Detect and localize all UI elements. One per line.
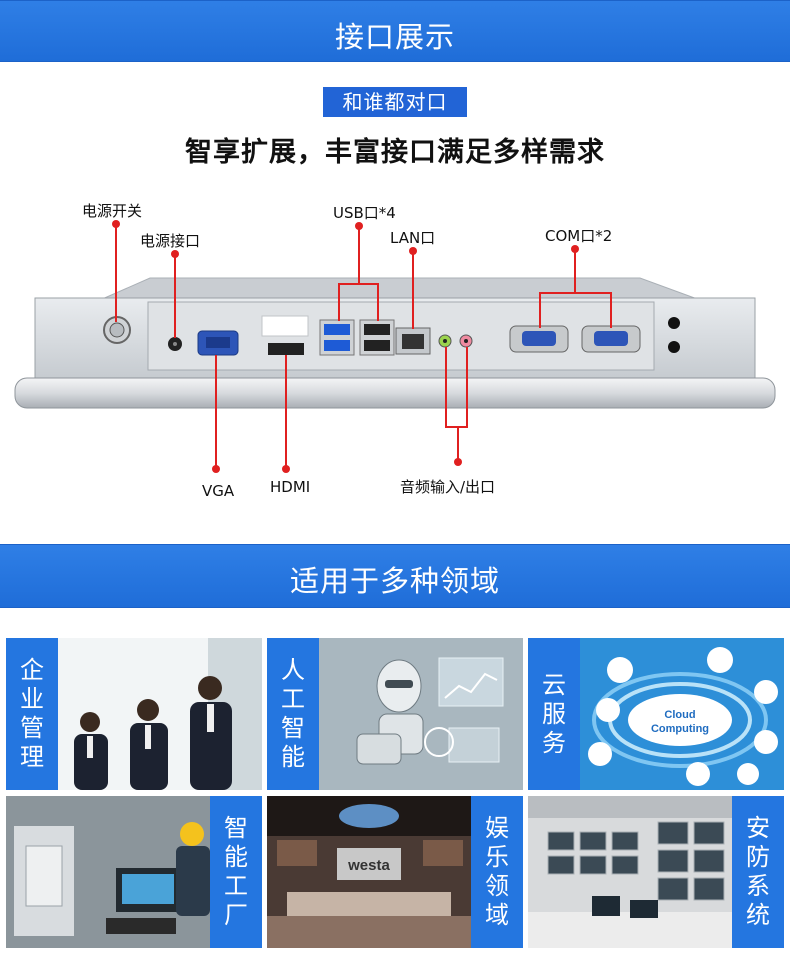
field-label: 企业管理 bbox=[20, 656, 44, 771]
field-tile-enterprise: 企业管理 bbox=[6, 638, 262, 790]
cloud-line1: Cloud bbox=[664, 709, 695, 721]
pointer-line bbox=[338, 283, 378, 285]
entertainment-venue-photo: westa bbox=[267, 796, 471, 948]
pointer-line bbox=[466, 347, 468, 427]
label-hdmi: HDMI bbox=[270, 478, 311, 496]
pointer-line bbox=[539, 292, 612, 294]
field-label: 智能工厂 bbox=[224, 814, 248, 929]
field-tile-cloud: 云服务 Cloud Computing bbox=[528, 638, 784, 790]
pointer-line bbox=[215, 355, 217, 467]
section-banner-interfaces: 接口展示 bbox=[0, 0, 790, 62]
field-label: 娱乐领域 bbox=[485, 814, 509, 929]
section-subtitle: 智享扩展，丰富接口满足多样需求 bbox=[185, 137, 605, 168]
pointer-line bbox=[445, 347, 447, 427]
interface-diagram: 电源开关 电源接口 USB口*4 LAN口 COM口*2 VGA HDMI 音频… bbox=[0, 190, 790, 530]
pointer-line bbox=[377, 283, 379, 321]
pointer-line bbox=[445, 426, 468, 428]
security-monitor-wall-photo bbox=[528, 796, 732, 948]
field-tile-ai: 人工智能 bbox=[267, 638, 523, 790]
pointer-line bbox=[610, 292, 612, 328]
field-tile-smart-factory: 智能工厂 bbox=[6, 796, 262, 948]
store-sign: westa bbox=[347, 857, 390, 874]
pointer-line bbox=[115, 224, 117, 322]
pointer-dot bbox=[454, 458, 462, 466]
tagline-badge: 和谁都对口 bbox=[323, 87, 467, 117]
label-vga: VGA bbox=[202, 482, 235, 500]
pointer-line bbox=[174, 254, 176, 338]
panel-illustration bbox=[14, 277, 776, 409]
pointer-line bbox=[574, 249, 576, 293]
field-label: 云服务 bbox=[542, 670, 566, 757]
pointer-line bbox=[358, 226, 360, 284]
business-people-photo bbox=[58, 638, 262, 790]
label-com: COM口*2 bbox=[545, 227, 613, 245]
cloud-computing-photo: Cloud Computing bbox=[580, 638, 784, 790]
pointer-line bbox=[412, 251, 414, 329]
pointer-line bbox=[457, 426, 459, 460]
cloud-line2: Computing bbox=[651, 723, 709, 735]
pointer-dot bbox=[282, 465, 290, 473]
label-power-switch: 电源开关 bbox=[82, 202, 143, 220]
field-tile-security: 安防系统 bbox=[528, 796, 784, 948]
smart-factory-photo bbox=[6, 796, 210, 948]
section-banner-applications: 适用于多种领域 bbox=[0, 544, 790, 608]
label-audio: 音频输入/出口 bbox=[400, 478, 496, 496]
section-title: 接口展示 bbox=[334, 20, 455, 54]
robot-ai-photo bbox=[319, 638, 523, 790]
field-label: 人工智能 bbox=[281, 656, 305, 771]
label-usb: USB口*4 bbox=[333, 204, 396, 222]
field-tile-entertainment: westa 娱乐领域 bbox=[267, 796, 523, 948]
pointer-line bbox=[539, 292, 541, 328]
section-title: 适用于多种领域 bbox=[289, 564, 500, 598]
label-lan: LAN口 bbox=[390, 229, 436, 247]
pointer-line bbox=[338, 283, 340, 321]
pointer-dot bbox=[212, 465, 220, 473]
field-label: 安防系统 bbox=[746, 814, 770, 929]
label-power-port: 电源接口 bbox=[140, 232, 201, 250]
pointer-line bbox=[285, 355, 287, 467]
